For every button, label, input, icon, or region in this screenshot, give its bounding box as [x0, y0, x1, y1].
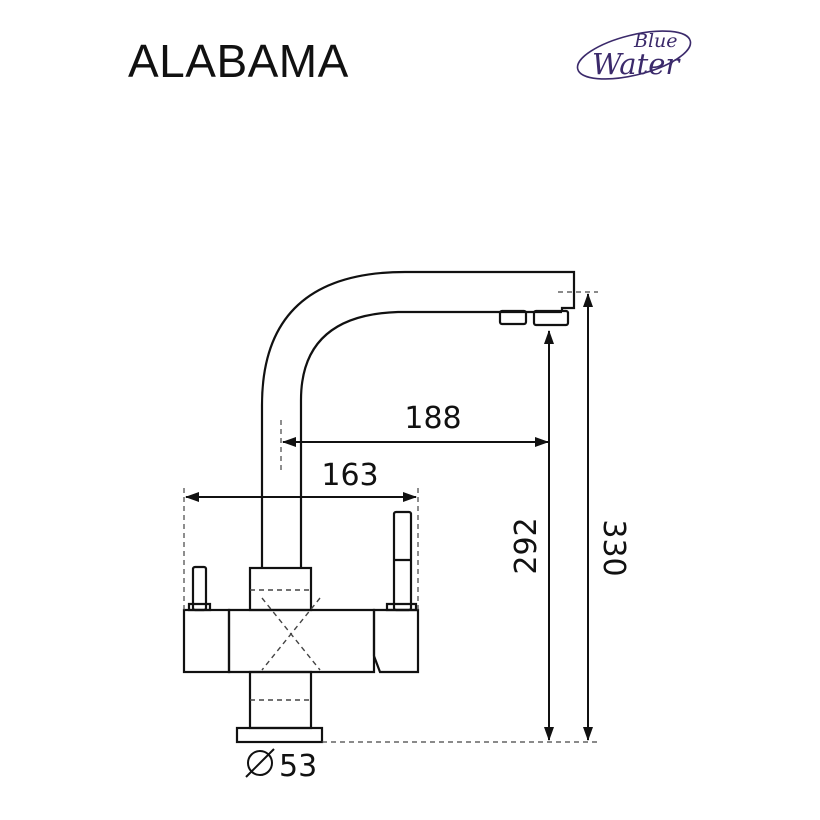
- body-center: [227, 608, 376, 674]
- base-flange: [235, 726, 324, 744]
- dim-330-label: 330: [596, 519, 631, 576]
- diameter-value: 53: [279, 749, 317, 784]
- valve-left: [182, 608, 231, 674]
- dim-292-label: 292: [509, 517, 544, 574]
- body-top: [248, 566, 313, 612]
- spout-outer: [260, 270, 576, 568]
- dim-188-label: 188: [404, 401, 461, 436]
- nozzle-left: [498, 309, 528, 326]
- dimension-lines: [185, 293, 593, 741]
- spout-inner: [299, 310, 500, 568]
- faucet-outline: [182, 270, 576, 744]
- valve-right: [372, 608, 420, 674]
- logo-text-water: Water: [592, 47, 681, 81]
- diameter-symbol-icon: [247, 750, 273, 776]
- logo-text-blue: Blue: [633, 30, 678, 52]
- blue-water-logo: Blue Water: [576, 30, 692, 81]
- nozzle-right: [532, 309, 570, 327]
- diameter-label: 53: [245, 748, 317, 784]
- dim-163-label: 163: [321, 458, 378, 493]
- internal-channels: [250, 589, 321, 701]
- product-title: ALABAMA: [128, 35, 349, 87]
- extension-lines: [183, 291, 598, 743]
